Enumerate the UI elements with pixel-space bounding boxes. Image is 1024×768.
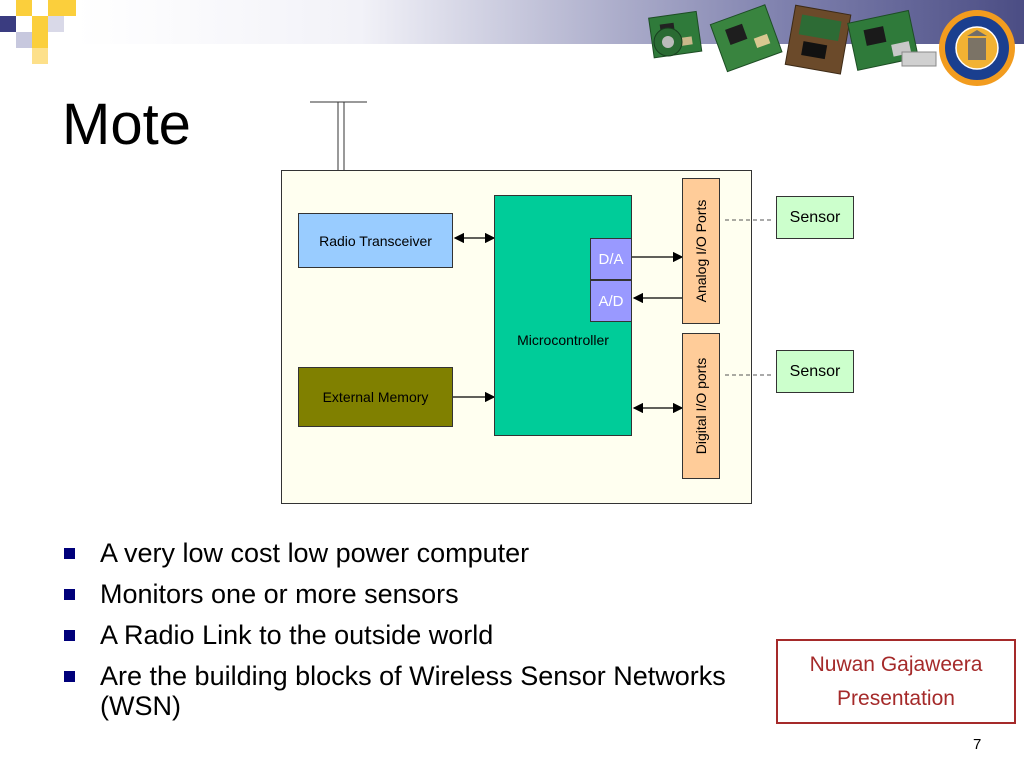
bullet-item: Monitors one or more sensors xyxy=(62,579,762,609)
digital-io-ports-label: Digital I/O ports xyxy=(693,357,709,455)
deco-square xyxy=(32,48,48,64)
deco-square xyxy=(0,0,16,16)
deco-square xyxy=(48,16,64,32)
deco-square xyxy=(32,32,48,48)
slide-title: Mote xyxy=(62,92,191,157)
external-memory-label: External Memory xyxy=(322,389,429,405)
presenter-credit-box: Nuwan Gajaweera Presentation xyxy=(776,639,1016,724)
da-converter-label: D/A xyxy=(598,250,624,268)
deco-square xyxy=(48,32,64,48)
deco-square xyxy=(32,0,48,16)
presentation-label: Presentation xyxy=(837,686,955,710)
deco-square xyxy=(16,32,32,48)
sensor-box-1: Sensor xyxy=(776,196,854,239)
radio-transceiver-label: Radio Transceiver xyxy=(319,232,432,249)
bullet-list: A very low cost low power computer Monit… xyxy=(62,538,762,732)
bullet-item: A Radio Link to the outside world xyxy=(62,620,762,650)
university-of-california-seal xyxy=(939,10,1015,86)
square-bullet-icon xyxy=(64,548,75,559)
square-bullet-icon xyxy=(64,589,75,600)
bullet-item: A very low cost low power computer xyxy=(62,538,762,568)
bullet-item: Are the building blocks of Wireless Sens… xyxy=(62,661,740,721)
sensor-box-2: Sensor xyxy=(776,350,854,393)
radio-transceiver-box: Radio Transceiver xyxy=(298,213,453,268)
analog-io-ports-label: Analog I/O Ports xyxy=(693,199,709,303)
presenter-name: Nuwan Gajaweera xyxy=(809,652,983,676)
deco-square xyxy=(16,0,32,16)
analog-io-ports-box: Analog I/O Ports xyxy=(682,178,720,324)
page-number: 7 xyxy=(973,736,982,753)
external-memory-box: External Memory xyxy=(298,367,453,427)
deco-square xyxy=(16,16,32,32)
deco-square xyxy=(32,16,48,32)
sensor-1-label: Sensor xyxy=(789,208,841,226)
da-converter-box: D/A xyxy=(590,238,632,280)
microcontroller-label: Microcontroller xyxy=(517,332,609,348)
ad-converter-label: A/D xyxy=(598,292,624,310)
digital-io-ports-box: Digital I/O ports xyxy=(682,333,720,479)
square-bullet-icon xyxy=(64,630,75,641)
deco-square xyxy=(0,16,16,32)
deco-square xyxy=(48,0,76,16)
ad-converter-box: A/D xyxy=(590,280,632,322)
sensor-mote-boards-photo xyxy=(648,4,937,75)
square-bullet-icon xyxy=(64,671,75,682)
sensor-2-label: Sensor xyxy=(789,362,841,380)
